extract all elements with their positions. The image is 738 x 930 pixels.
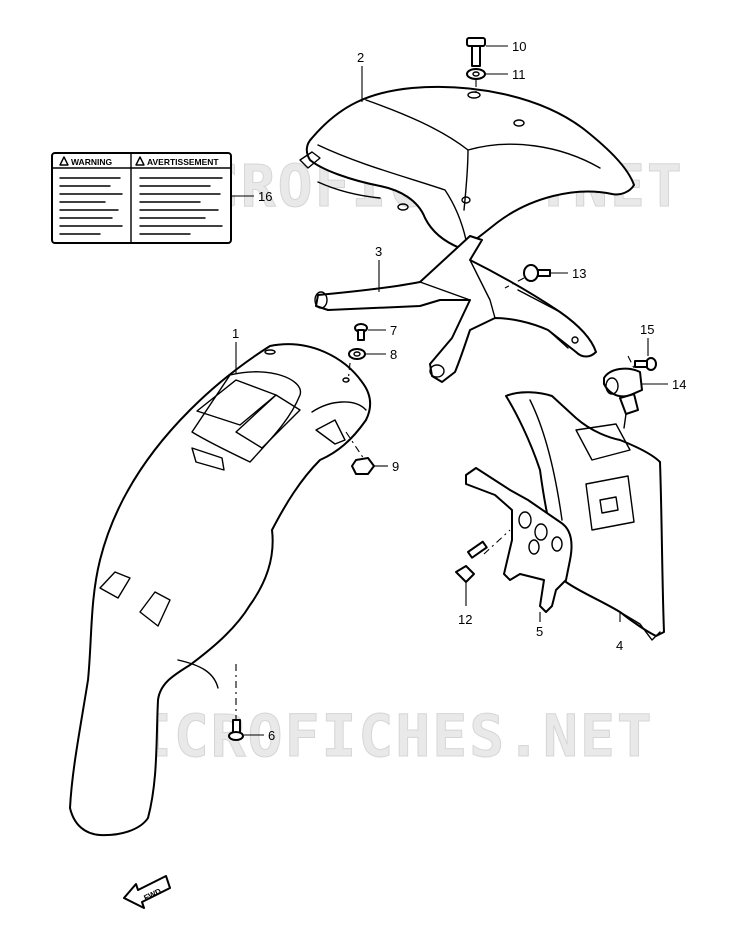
part-4-license-bracket[interactable] — [505, 391, 665, 641]
callout-13: 13 — [572, 266, 586, 281]
part-6-bolt[interactable] — [228, 719, 244, 741]
callout-15: 15 — [640, 322, 654, 337]
part-2-tail-cover[interactable] — [299, 85, 635, 249]
callout-8: 8 — [390, 347, 397, 362]
warning-label-left-header: WARNING — [71, 157, 112, 167]
part-15-screw[interactable] — [634, 357, 657, 371]
callout-6: 6 — [268, 728, 275, 743]
part-12-bolt[interactable] — [455, 540, 488, 583]
callout-16: 16 — [258, 189, 272, 204]
part-10-bolt[interactable] — [466, 37, 486, 67]
callout-10: 10 — [512, 39, 526, 54]
part-1-rear-fender[interactable] — [69, 343, 372, 837]
part-14-seat-lock[interactable] — [603, 367, 643, 429]
part-11-washer[interactable] — [466, 68, 486, 80]
fwd-direction-arrow-icon: FWD — [123, 875, 171, 909]
warning-label-text-lines — [59, 177, 223, 235]
callout-7: 7 — [390, 323, 397, 338]
warning-triangle-icon-fr — [135, 156, 145, 166]
watermark-text-lower: MICROFICHES.NET — [100, 702, 654, 770]
part-3-grab-bracket[interactable] — [314, 235, 597, 383]
part-5-plate-stay[interactable] — [465, 467, 573, 613]
part-7-screw[interactable] — [354, 323, 368, 341]
part-16-warning-label[interactable]: WARNING AVERTISSEMENT — [51, 152, 232, 244]
callout-9: 9 — [392, 459, 399, 474]
part-8-nut[interactable] — [348, 348, 366, 360]
warning-triangle-icon — [59, 156, 69, 166]
warning-label-right-header: AVERTISSEMENT — [147, 157, 219, 167]
callout-1: 1 — [232, 326, 239, 341]
part-13-screw[interactable] — [523, 264, 551, 282]
callout-14: 14 — [672, 377, 686, 392]
callout-3: 3 — [375, 244, 382, 259]
part-9-nut[interactable] — [351, 457, 375, 475]
callout-5: 5 — [536, 624, 543, 639]
leader-lines — [231, 45, 668, 736]
callout-11: 11 — [512, 67, 526, 82]
callouts: 10 11 2 16 3 13 7 8 1 15 14 9 12 5 4 6 — [232, 39, 686, 743]
callout-4: 4 — [616, 638, 623, 653]
callout-2: 2 — [357, 50, 364, 65]
callout-12: 12 — [458, 612, 472, 627]
